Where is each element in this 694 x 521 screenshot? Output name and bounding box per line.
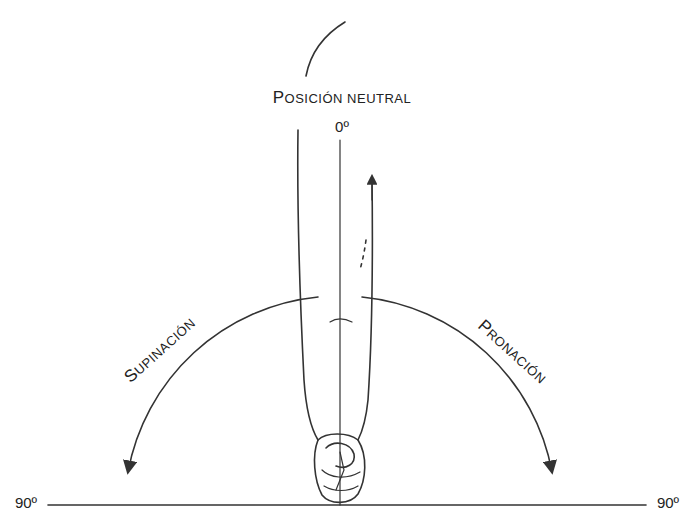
angle-label: 90º [15, 495, 37, 512]
pronation-arc [362, 297, 552, 472]
angle-label: 0º [335, 119, 349, 136]
finger [336, 452, 344, 490]
arm-line [306, 22, 345, 76]
fist [315, 434, 365, 502]
bone-hint [360, 240, 366, 270]
position-label: POSICIÓN NEUTRAL [273, 89, 412, 108]
forearm-outline [298, 130, 318, 440]
angle-label: 90º [657, 495, 679, 512]
reference-line [339, 140, 340, 505]
movement-label: SUPINACIÓN [121, 313, 199, 386]
supination-arc [128, 297, 318, 472]
wrist-crease [330, 319, 352, 322]
baseline [48, 504, 646, 506]
forearm-outline [358, 178, 372, 440]
rotation-arrow [371, 176, 372, 200]
finger [324, 486, 358, 491]
